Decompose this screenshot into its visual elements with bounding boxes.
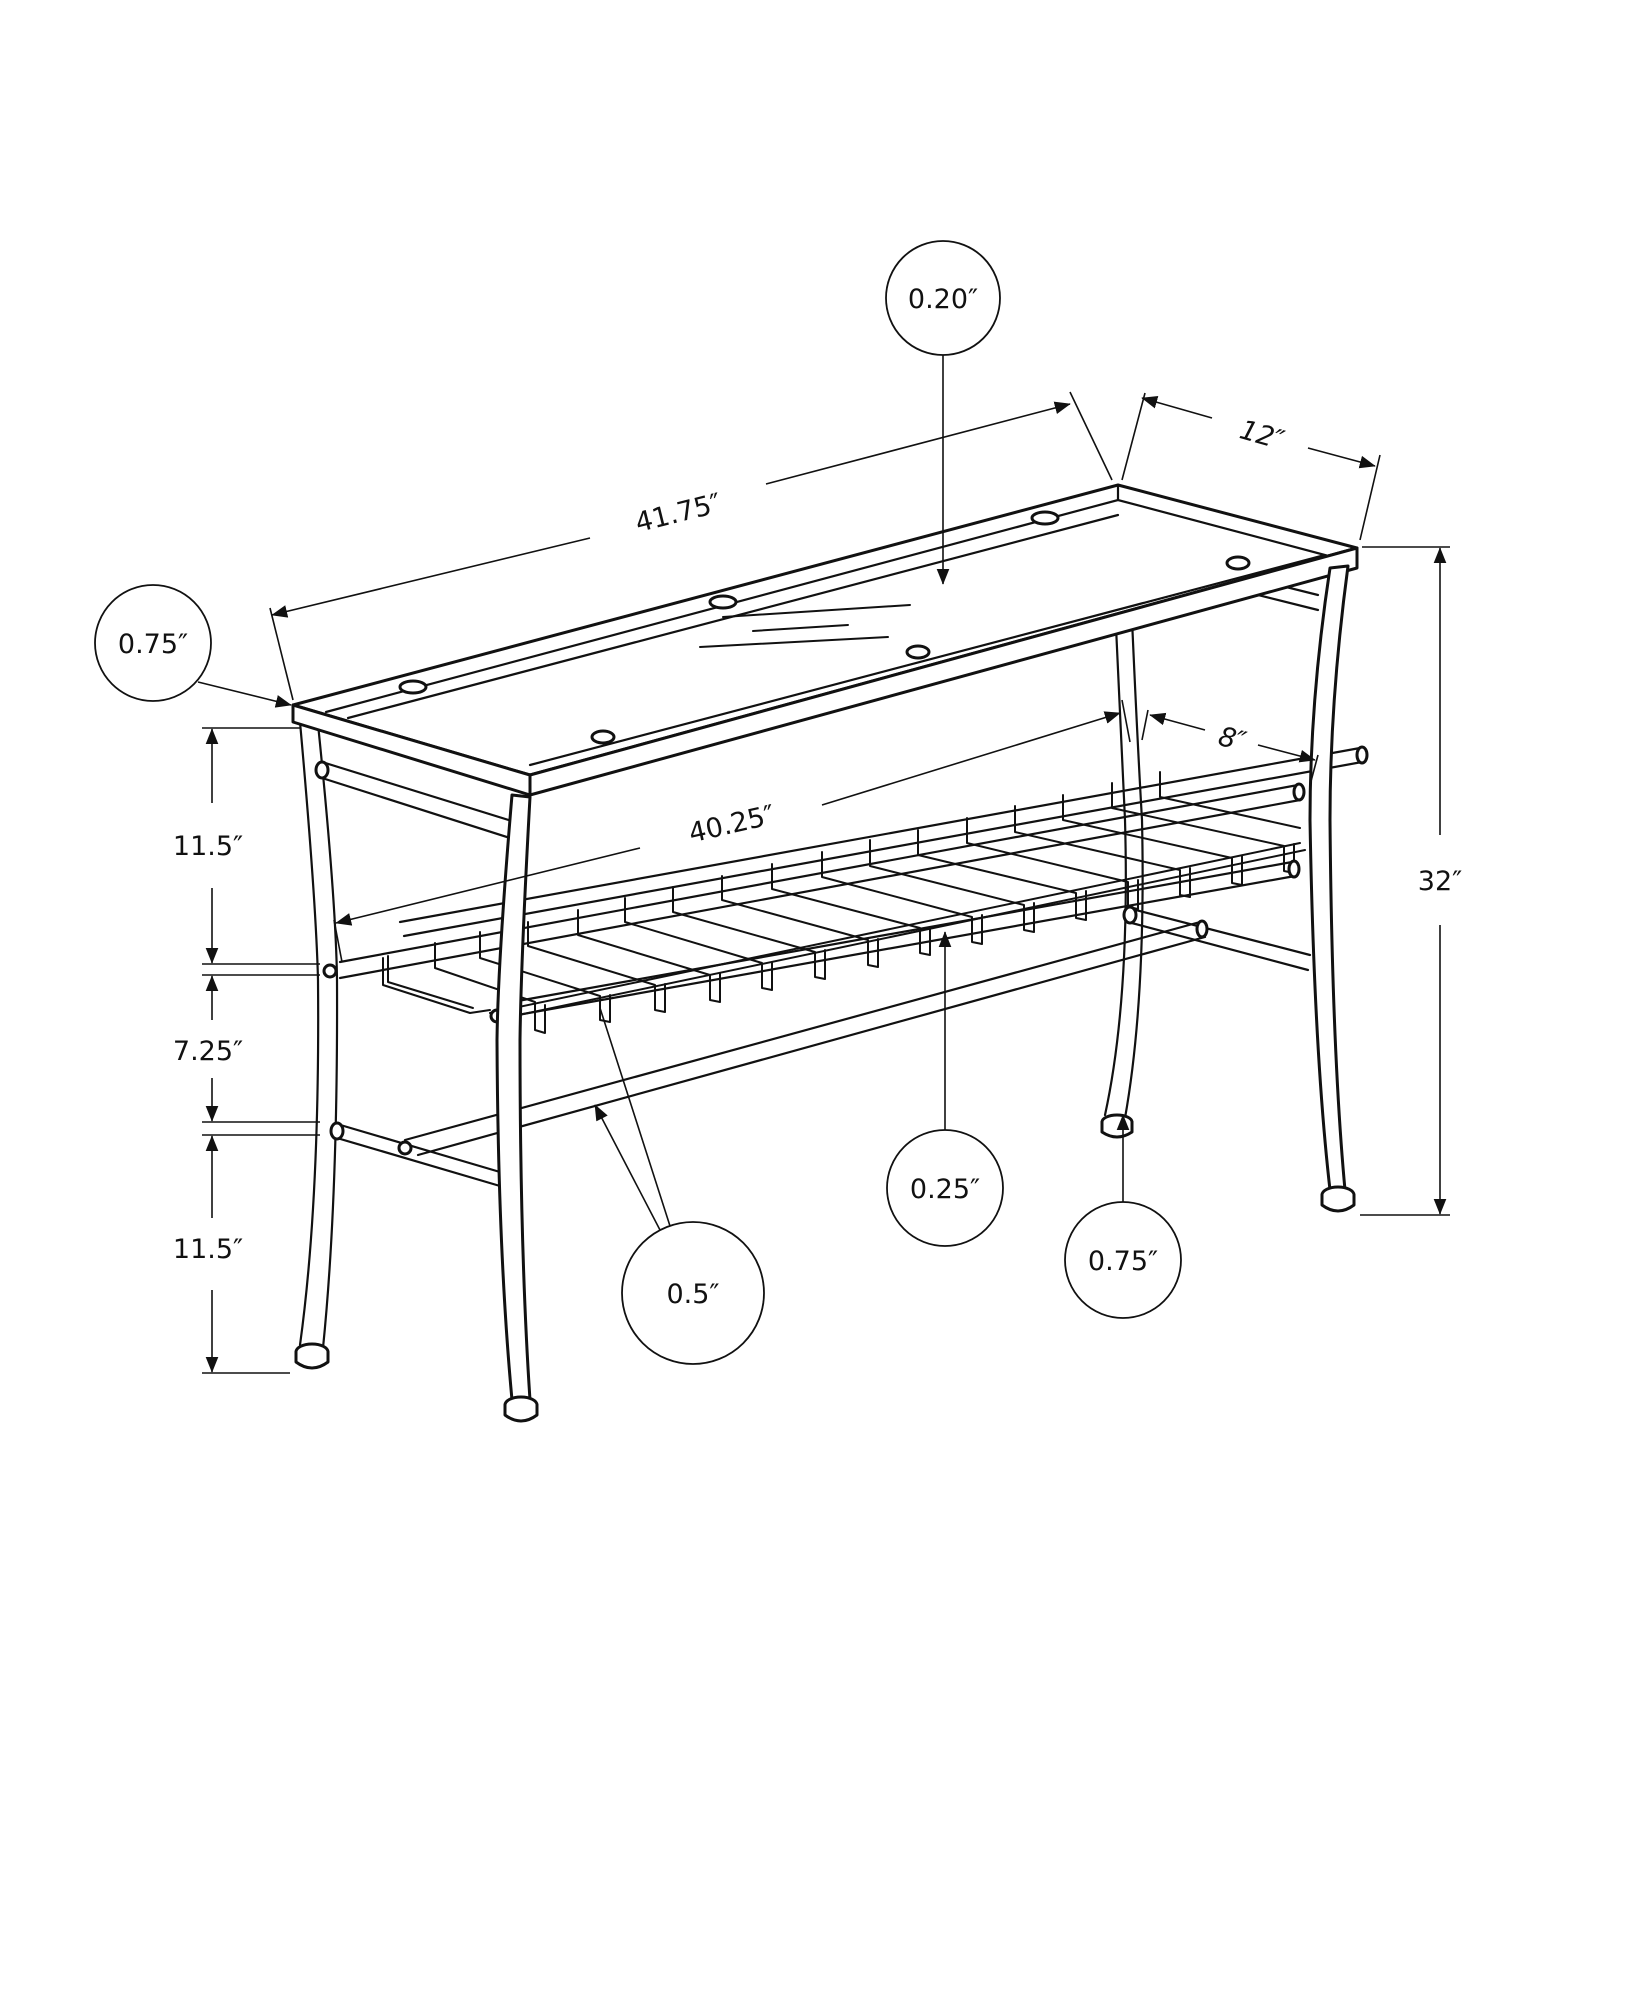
table-top: [291, 483, 1359, 797]
label-top-to-rack: 11.5″: [173, 831, 243, 862]
callout-rack-wire: 0.25″: [886, 931, 1004, 1247]
table-illustration: [291, 483, 1369, 1423]
label-shelf-depth: 8″: [1215, 721, 1249, 758]
glass-glare: [722, 604, 911, 618]
left-upper-side-rail: [320, 760, 517, 824]
rack-front-rail: [338, 783, 1300, 964]
callout-glass-thickness: 0.20″: [885, 240, 1001, 585]
callout-rail-diameter: 0.5″: [594, 1007, 765, 1365]
label-lower-rail-to-floor: 11.5″: [173, 1234, 243, 1265]
back-left-leg: [294, 720, 339, 1370]
label-rack-wire: 0.25″: [910, 1174, 980, 1205]
callout-frame-thickness: 0.75″: [94, 584, 292, 708]
label-shelf-length: 40.25″: [686, 800, 778, 850]
label-total-height: 32″: [1418, 866, 1462, 897]
dimension-annotations: 41.75″ 12″ 40.25″ 8″: [173, 391, 1462, 1374]
bolt: [322, 963, 338, 979]
wine-rack: [322, 771, 1306, 1034]
label-foot-pad: 0.75″: [1088, 1246, 1158, 1277]
dim-shelf-depth: 8″: [1141, 709, 1319, 786]
callouts: 0.20″ 0.75″ 0.25″ 0.5″ 0.75″: [94, 240, 1182, 1365]
rack-mid-wire: [489, 842, 1301, 1014]
rack-back-rail: [398, 746, 1362, 924]
label-rack-to-lower-rail: 7.25″: [173, 1036, 243, 1067]
front-right-leg: [1308, 564, 1356, 1213]
front-left-leg: [495, 793, 539, 1423]
glass-clips: [398, 510, 1251, 745]
label-rail-diameter: 0.5″: [666, 1279, 719, 1310]
label-frame-thickness: 0.75″: [118, 629, 188, 660]
lower-side-rail-left: [335, 1122, 502, 1174]
dim-total-height: 32″: [1360, 546, 1462, 1216]
callout-foot-pad: 0.75″: [1064, 1114, 1182, 1319]
label-top-length: 41.75″: [632, 488, 724, 539]
label-glass-thickness: 0.20″: [908, 284, 978, 315]
lower-rails: [329, 919, 1209, 1188]
label-top-depth: 12″: [1236, 414, 1287, 456]
lower-long-rail: [403, 920, 1202, 1142]
dim-left-stack: 11.5″ 7.25″ 11.5″: [173, 727, 320, 1374]
